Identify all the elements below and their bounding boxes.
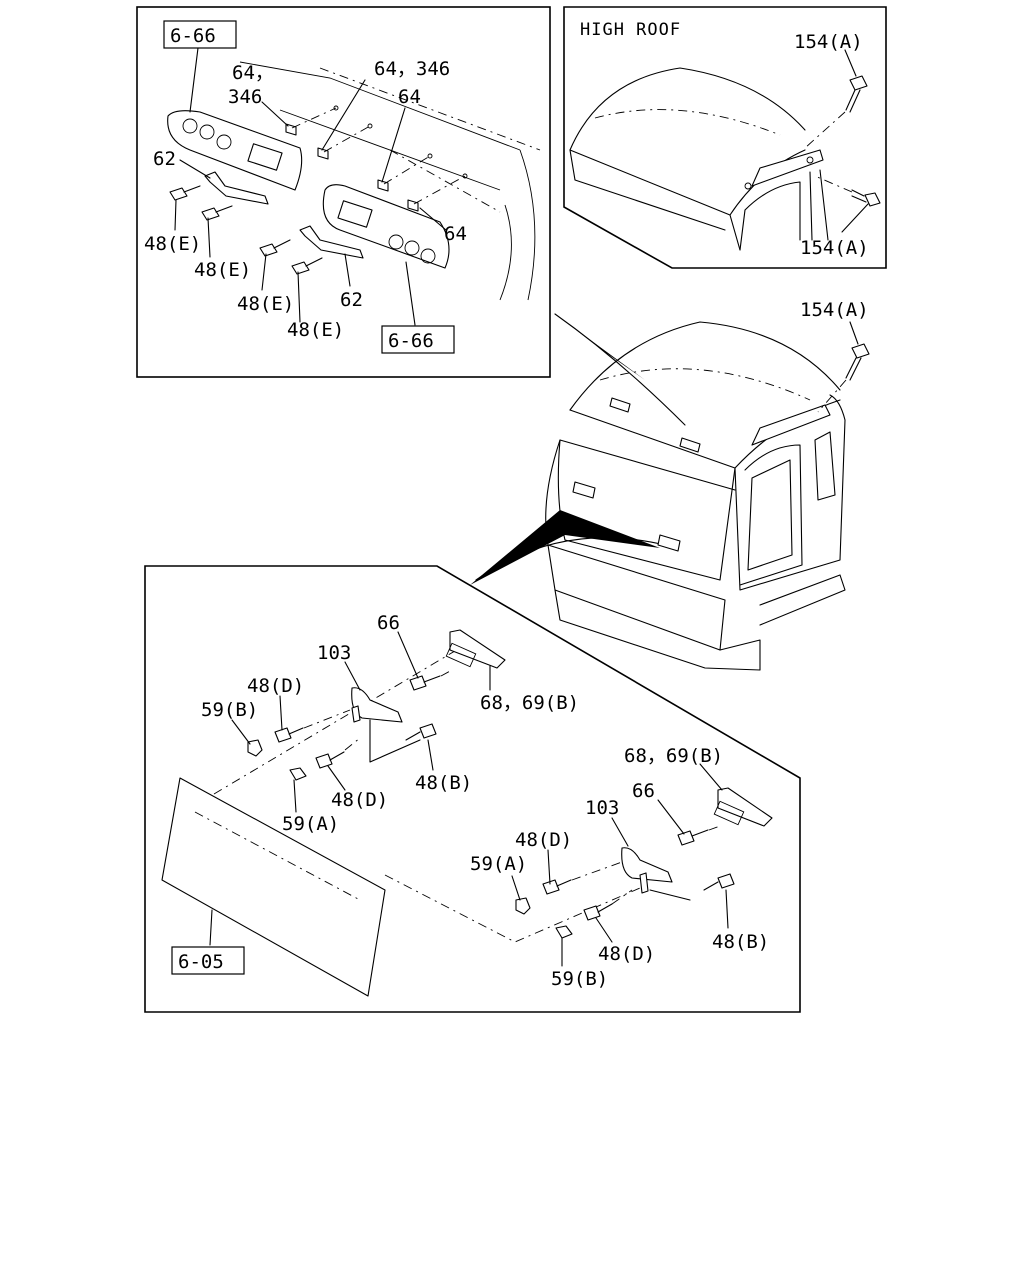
label-62-left: 62 <box>153 148 176 170</box>
inset-clearance-lamp-detail: 6-66 64， 346 64，346 64 64 62 62 48(E) 48… <box>136 6 551 378</box>
label-48e-2: 48(E) <box>194 259 251 281</box>
screw-48b-left <box>405 723 437 741</box>
reference-6-66-bottom: 6-66 <box>388 330 434 352</box>
bolt-66-left <box>409 675 441 691</box>
label-48b-left: 48(B) <box>415 772 472 794</box>
clip-64-d <box>407 199 419 212</box>
label-59a-left: 59(A) <box>282 813 339 835</box>
clearance-lamp-housing-upper <box>167 110 303 191</box>
inset-frame-top-right <box>563 6 887 269</box>
label-154a-top: 154(A) <box>794 31 863 53</box>
main-cab-drawing: 154(A) <box>470 299 870 671</box>
screw-48e-2 <box>201 205 233 221</box>
bracket-103-right <box>621 847 673 883</box>
clip-64-c <box>377 179 389 192</box>
bolt-66-right <box>677 829 709 846</box>
inset-high-roof: HIGH ROOF 154(A) 154(A) <box>563 6 887 269</box>
mount-bracket-68-69b-left <box>449 629 506 669</box>
rear-garnish-panel <box>161 777 386 997</box>
bracket-62-upper <box>204 171 269 205</box>
roof-lamp-left <box>609 397 631 413</box>
label-66-right: 66 <box>632 780 655 802</box>
reference-box-6-05 <box>171 946 245 975</box>
label-64-346-b: 64，346 <box>374 58 450 80</box>
label-59b-left: 59(B) <box>201 699 258 721</box>
label-48d-right-bottom: 48(D) <box>598 943 655 965</box>
label-64-346-a-1: 64， <box>232 62 274 84</box>
clip-64-b <box>317 147 329 160</box>
label-48b-right: 48(B) <box>712 931 769 953</box>
label-64-right: 64 <box>444 223 467 245</box>
bracket-62-lower <box>299 225 364 259</box>
roof-bracket <box>751 149 824 187</box>
label-59a-right: 59(A) <box>470 853 527 875</box>
label-64-346-a-2: 346 <box>228 86 262 108</box>
reference-box-6-66-bottom <box>381 325 455 354</box>
screw-48d-left-top <box>274 727 304 743</box>
roof-lamp-right <box>679 437 701 453</box>
label-154a-bottom: 154(A) <box>800 237 869 259</box>
label-68-69b-right: 68，69(B) <box>624 745 723 767</box>
cab-roof-bracket <box>751 404 831 446</box>
clip-59b-left <box>247 739 263 757</box>
rear-lamp-left <box>572 481 596 499</box>
label-68-69b-left: 68，69(B) <box>480 692 579 714</box>
reference-box-6-66-top <box>163 20 237 49</box>
label-48e-1: 48(E) <box>144 233 201 255</box>
screw-48e-1 <box>169 185 201 201</box>
clip-64-a <box>285 123 297 136</box>
screw-48d-left-bottom <box>315 751 345 769</box>
screw-48b-right <box>703 873 735 891</box>
screw-48d-right-top <box>542 879 572 895</box>
inset-frame-top-left <box>136 6 551 378</box>
label-48e-3: 48(E) <box>237 293 294 315</box>
screw-48e-3 <box>259 239 291 257</box>
bolt-154a-top <box>845 75 868 113</box>
label-64-top: 64 <box>398 86 421 108</box>
screw-48d-right-bottom <box>583 903 613 921</box>
clearance-lamp-housing-lower <box>322 184 450 269</box>
reference-6-66-top: 6-66 <box>170 25 216 47</box>
label-66-left: 66 <box>377 612 400 634</box>
label-48d-left-top: 48(D) <box>247 675 304 697</box>
label-62-bottom: 62 <box>340 289 363 311</box>
inset-rear-garnish: 66 103 68，69(B) 48(D) 59(B) 48(D) 59(A) … <box>144 565 801 1013</box>
label-103-right: 103 <box>585 797 619 819</box>
inset-frame-bottom <box>144 565 801 1013</box>
screw-48e-4 <box>291 257 323 275</box>
high-roof-title: HIGH ROOF <box>580 20 681 40</box>
bolt-154a-bottom <box>851 189 881 207</box>
pointer-to-bottom-inset <box>470 510 660 585</box>
label-154a-cab: 154(A) <box>800 299 869 321</box>
clip-59a-left <box>289 767 307 781</box>
label-48e-4: 48(E) <box>287 319 344 341</box>
bolt-154a-cab <box>845 343 870 381</box>
clip-59b-right <box>555 925 573 939</box>
label-59b-right: 59(B) <box>551 968 608 990</box>
label-103-left: 103 <box>317 642 351 664</box>
label-48d-left-bottom: 48(D) <box>331 789 388 811</box>
label-48d-right-top: 48(D) <box>515 829 572 851</box>
rear-lamp-right <box>657 534 681 552</box>
mount-bracket-68-69b-right <box>717 787 773 827</box>
reference-6-05: 6-05 <box>178 951 224 973</box>
clip-59a-right <box>515 897 531 915</box>
